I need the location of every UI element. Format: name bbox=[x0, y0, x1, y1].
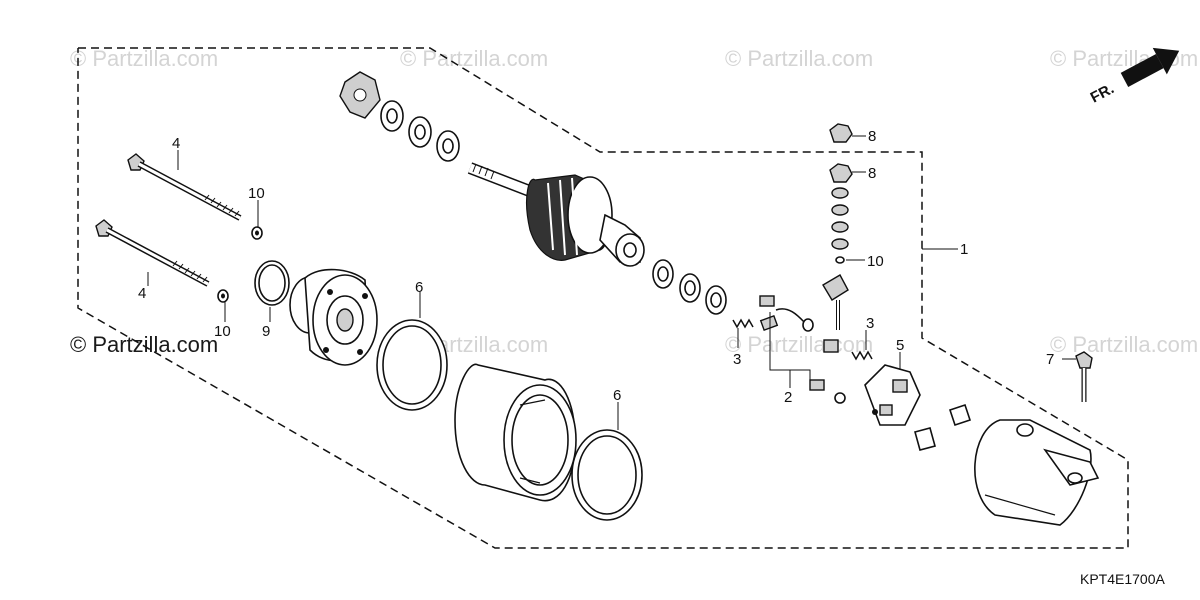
starter-yoke[interactable] bbox=[454, 363, 577, 502]
gasket-lower[interactable] bbox=[914, 427, 936, 451]
front-direction-label: FR. bbox=[1088, 80, 1117, 106]
nut-8-lower[interactable] bbox=[829, 163, 853, 183]
callout-7: 7 bbox=[1046, 351, 1054, 368]
terminal-bolt[interactable] bbox=[822, 274, 849, 330]
callout-4-lower: 4 bbox=[138, 285, 146, 302]
callout-8-upper: 8 bbox=[868, 128, 876, 145]
watermark: © Partzilla.com bbox=[400, 46, 548, 71]
callout-6-upper: 6 bbox=[415, 279, 423, 296]
callout-2: 2 bbox=[784, 389, 792, 406]
commutator-washer-1[interactable] bbox=[652, 259, 674, 289]
callout-6-lower: 6 bbox=[613, 387, 621, 404]
callout-10-terminal: 10 bbox=[867, 253, 884, 270]
brush-holder[interactable] bbox=[864, 364, 921, 426]
callout-10-upper: 10 bbox=[248, 185, 265, 202]
gasket-upper[interactable] bbox=[948, 403, 972, 427]
armature-washer-3[interactable] bbox=[436, 130, 460, 162]
callout-9: 9 bbox=[262, 323, 270, 340]
commutator-washer-2[interactable] bbox=[679, 273, 701, 303]
callout-3-right: 3 bbox=[866, 315, 874, 332]
callout-labels: 4 4 10 10 9 6 6 8 8 10 1 3 3 5 2 7 bbox=[138, 128, 1054, 406]
armature[interactable] bbox=[467, 162, 645, 267]
watermark: © Partzilla.com bbox=[70, 46, 218, 71]
armature-washer-1[interactable] bbox=[380, 100, 404, 132]
o-ring-6-upper[interactable] bbox=[376, 319, 448, 411]
o-ring-6-lower[interactable] bbox=[571, 429, 643, 521]
o-ring-9[interactable] bbox=[254, 260, 290, 306]
rear-cover[interactable] bbox=[974, 419, 1100, 526]
front-cover[interactable] bbox=[289, 268, 378, 366]
watermark: © Partzilla.com bbox=[1050, 46, 1198, 71]
watermark: © Partzilla.com bbox=[1050, 332, 1198, 357]
watermark: © Partzilla.com bbox=[725, 332, 873, 357]
callout-10-lower: 10 bbox=[214, 323, 231, 340]
washer-10-upper[interactable] bbox=[251, 226, 263, 240]
diagram-code: KPT4E1700A bbox=[1080, 571, 1165, 587]
armature-washer-2[interactable] bbox=[408, 116, 432, 148]
watermark: © Partzilla.com bbox=[725, 46, 873, 71]
commutator-washer-3[interactable] bbox=[705, 285, 727, 315]
washer-10-lower[interactable] bbox=[217, 289, 229, 303]
callout-8-lower: 8 bbox=[868, 165, 876, 182]
callout-5: 5 bbox=[896, 337, 904, 354]
brush-set[interactable] bbox=[759, 295, 846, 404]
watermark-layer: © Partzilla.com © Partzilla.com © Partzi… bbox=[70, 46, 1198, 357]
rear-cover-bolt[interactable] bbox=[1075, 351, 1093, 402]
nut-8-upper[interactable] bbox=[829, 123, 853, 143]
long-bolt-lower[interactable] bbox=[95, 219, 210, 287]
brush-spring-right[interactable] bbox=[851, 350, 873, 361]
washer-10-terminal[interactable] bbox=[835, 256, 845, 264]
callout-4-upper: 4 bbox=[172, 135, 180, 152]
thrust-plate[interactable] bbox=[339, 71, 381, 119]
terminal-washer-stack[interactable] bbox=[831, 187, 849, 250]
long-bolt-upper[interactable] bbox=[127, 153, 242, 221]
watermark-bold: © Partzilla.com bbox=[70, 332, 218, 357]
callout-3-left: 3 bbox=[733, 351, 741, 368]
callout-1: 1 bbox=[960, 241, 968, 258]
brush-spring-left[interactable] bbox=[732, 318, 754, 329]
